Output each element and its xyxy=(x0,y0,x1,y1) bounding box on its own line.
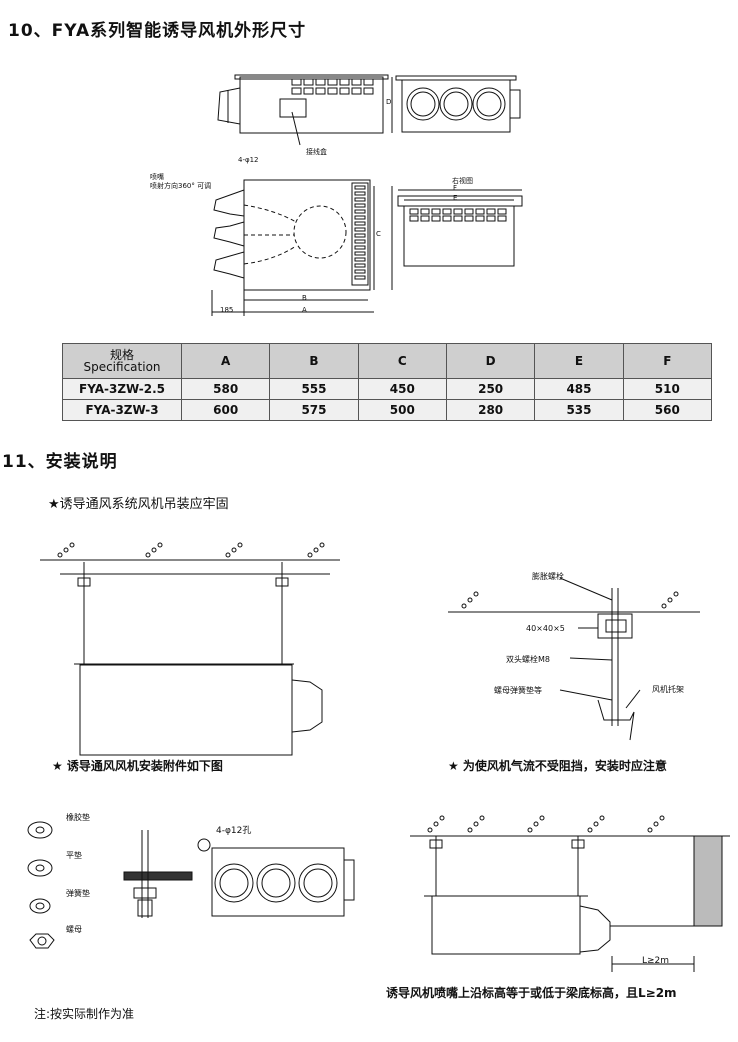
install-note: ★诱导通风系统风机吊装应牢固 xyxy=(48,497,229,512)
dim-e-label: E xyxy=(453,194,458,202)
holes-label: 4-φ12 xyxy=(238,156,259,164)
right-view-label: 右视图 xyxy=(452,177,473,185)
distance-label: L≥2m xyxy=(642,956,670,966)
dim-c-label: C xyxy=(376,230,381,238)
nut-washer-label: 螺母弹簧垫等 xyxy=(494,686,542,695)
table-row: FYA-3ZW-3 600 575 500 280 535 560 xyxy=(62,399,713,421)
table-cell: 535 xyxy=(534,399,624,421)
expansion-bolt-label: 膨胀螺栓 xyxy=(532,572,564,581)
rubber-pad-label: 橡胶垫 xyxy=(66,813,90,822)
stud-bolt-label: 双头螺栓M8 xyxy=(506,655,550,664)
dim-b-label: B xyxy=(302,294,307,302)
footnote: 注:按实际制作为准 xyxy=(34,1007,135,1021)
table-cell: 560 xyxy=(622,399,713,421)
row-name: FYA-3ZW-2.5 xyxy=(62,378,182,400)
junction-box-label: 接线盒 xyxy=(306,148,327,156)
caption-accessories: ★ 诱导通风风机安装附件如下图 xyxy=(52,759,223,773)
dim-f-label: F xyxy=(453,184,458,192)
dim-d-label: D xyxy=(386,98,392,106)
dim-185-label: 185 xyxy=(220,306,234,314)
table-cell: 500 xyxy=(357,399,447,421)
holes-12-label: 4-φ12孔 xyxy=(216,826,252,836)
flat-washer-label: 平垫 xyxy=(66,851,82,860)
table-cell: 600 xyxy=(180,399,271,421)
table-cell: 555 xyxy=(269,378,359,400)
spec-header-en: Specification xyxy=(83,360,161,374)
spec-header-cn: 规格 xyxy=(109,348,134,362)
fan-bracket-label: 风机托架 xyxy=(652,685,684,694)
nozzle-label: 喷嘴 xyxy=(150,173,164,181)
col-header: D xyxy=(445,343,536,379)
col-header: B xyxy=(269,343,359,379)
spec-header: 规格 Specification xyxy=(62,343,182,379)
nut-label: 螺母 xyxy=(66,925,82,934)
table-cell: 280 xyxy=(445,399,536,421)
section-10-title: 10、FYA系列智能诱导风机外形尺寸 xyxy=(8,21,307,41)
fan-outline-drawing xyxy=(211,74,523,316)
caption-nozzle-height: 诱导风机喷嘴上沿标高等于或低于梁底标高，且L≥2m xyxy=(386,986,677,1000)
spec-table: 规格 Specification A B C D E F FYA-3ZW-2.5… xyxy=(62,343,713,421)
table-cell: 510 xyxy=(622,378,713,400)
spring-washer-label: 弹簧垫 xyxy=(66,889,90,898)
section-11-title: 11、安装说明 xyxy=(2,452,118,472)
table-cell: 250 xyxy=(445,378,536,400)
caption-airflow: ★ 为使风机气流不受阻挡，安装时应注意 xyxy=(448,759,667,773)
dim-a-label: A xyxy=(302,306,307,314)
row-name: FYA-3ZW-3 xyxy=(62,399,182,421)
col-header: E xyxy=(534,343,624,379)
nozzle-direction-label: 喷射方向360° 可调 xyxy=(150,182,212,190)
angle-steel-label: 40×40×5 xyxy=(526,624,565,633)
table-row: FYA-3ZW-2.5 580 555 450 250 485 510 xyxy=(62,378,713,400)
